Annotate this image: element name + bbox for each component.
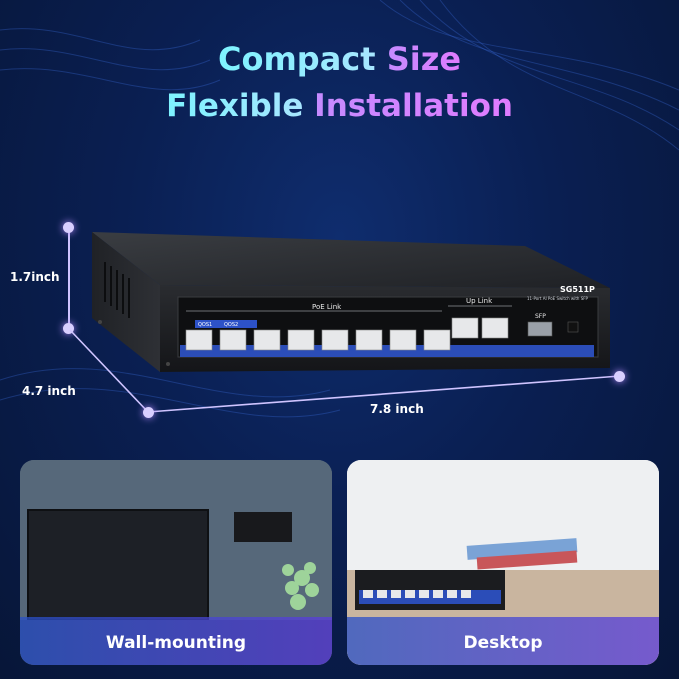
- width-label: 7.8 inch: [370, 402, 424, 416]
- model-label: SG511P: [560, 285, 595, 294]
- sfp-label: SFP: [535, 313, 546, 320]
- up-link-label: Up Link: [466, 297, 493, 305]
- model-subtitle: 11-Port AI PoE Switch with SFP: [527, 296, 589, 301]
- headline-line-1: Compact Size: [0, 40, 679, 78]
- headline-compact: Compact: [217, 40, 376, 78]
- depth-label: 4.7 inch: [22, 384, 76, 398]
- headline-size: Size: [386, 40, 462, 78]
- depth-dot-end: [143, 407, 154, 418]
- headline-line-2: Flexible Installation: [0, 88, 679, 124]
- wall-mounting-label-bar: [20, 617, 332, 665]
- headline-installation: Installation: [314, 88, 513, 124]
- qos2-label: QOS2: [224, 322, 238, 328]
- height-dot-bottom: [63, 323, 74, 334]
- height-line: [68, 228, 70, 328]
- qos1-label: QOS1: [198, 322, 212, 328]
- desktop-panel: Desktop: [347, 460, 659, 665]
- width-dot-end: [614, 371, 625, 382]
- desktop-label-bar: [347, 617, 659, 665]
- poe-link-label: PoE Link: [312, 303, 342, 311]
- height-label: 1.7inch: [10, 270, 60, 284]
- height-dot-top: [63, 222, 74, 233]
- headline-flexible: Flexible: [166, 88, 304, 124]
- wall-mounting-label: Wall-mounting: [105, 633, 247, 653]
- wall-mounting-panel: Wall-mounting: [20, 460, 332, 665]
- desktop-label: Desktop: [463, 633, 543, 653]
